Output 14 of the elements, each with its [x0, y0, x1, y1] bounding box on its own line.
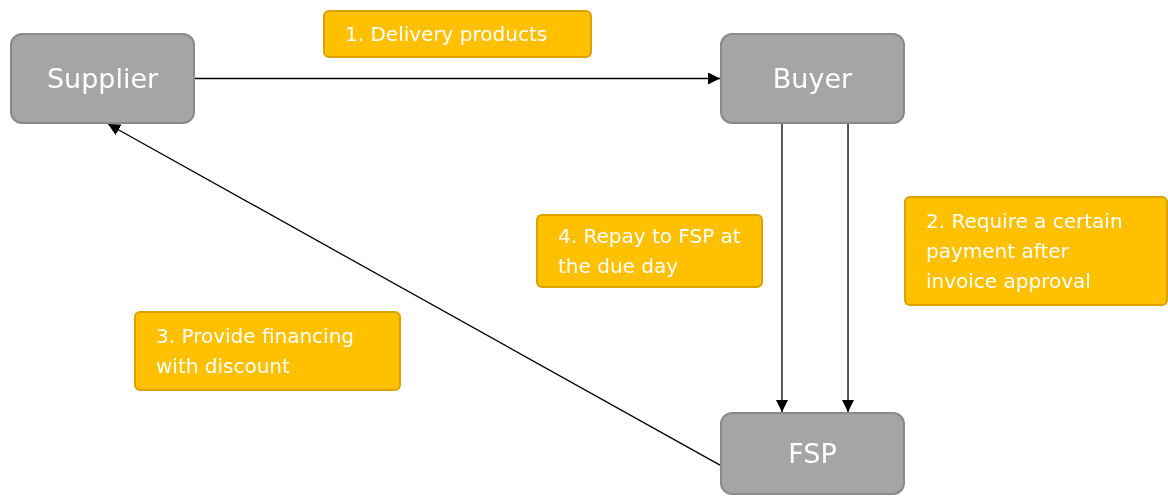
arrow	[194, 72, 721, 85]
arrow	[107, 123, 721, 466]
node-label: Supplier	[46, 63, 159, 94]
node-label: Buyer	[772, 63, 853, 94]
arrow	[776, 123, 788, 413]
process-box	[10, 33, 195, 124]
edge-label: 2. Require a certain payment after invoice approval	[904, 196, 1168, 306]
node-label: FSP	[788, 438, 837, 469]
edge-label: 4. Repay to FSP at the due day	[536, 214, 763, 288]
process-box	[720, 33, 905, 124]
edge-label: 1. Delivery products	[323, 10, 592, 58]
arrow	[842, 123, 854, 413]
edge-label: 3. Provide financing with discount	[134, 311, 401, 391]
process-box	[720, 412, 905, 495]
